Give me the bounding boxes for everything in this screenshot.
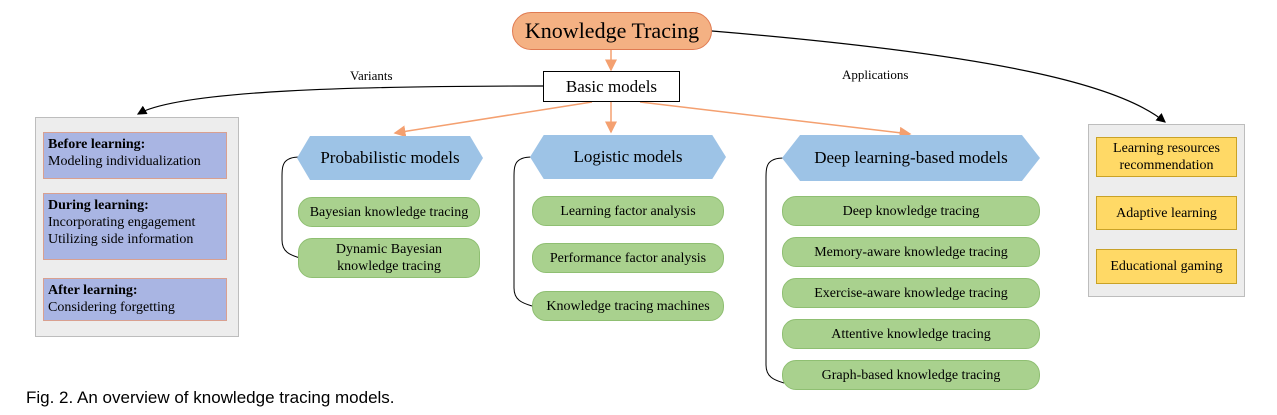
item-dynamic-bayesian-kt: Dynamic Bayesian knowledge tracing: [298, 238, 480, 278]
item-performance-factor-analysis: Performance factor analysis: [532, 243, 724, 273]
category-label: Probabilistic models: [320, 148, 460, 167]
root-node: Knowledge Tracing: [512, 12, 712, 50]
variant-line: Modeling individualization: [48, 154, 201, 169]
category-probabilistic-models: Probabilistic models: [297, 136, 483, 180]
basic-models-label: Basic models: [565, 76, 658, 96]
probabilistic-bracket: [281, 156, 301, 259]
deep-bracket: [765, 157, 785, 384]
variant-line: Considering forgetting: [48, 300, 175, 315]
item-label: Learning factor analysis: [560, 203, 696, 219]
application-label: Educational gaming: [1110, 259, 1223, 274]
item-exercise-aware-kt: Exercise-aware knowledge tracing: [782, 278, 1040, 308]
item-deep-kt: Deep knowledge tracing: [782, 196, 1040, 226]
basic-models-node: Basic models: [543, 71, 680, 102]
item-attentive-kt: Attentive knowledge tracing: [782, 319, 1040, 349]
application-adaptive-learning: Adaptive learning: [1096, 196, 1237, 230]
item-label: Knowledge tracing machines: [546, 298, 710, 314]
variant-during-learning: During learning: Incorporating engagemen…: [43, 193, 227, 260]
item-learning-factor-analysis: Learning factor analysis: [532, 196, 724, 226]
item-label: Deep knowledge tracing: [842, 203, 980, 219]
item-label: Attentive knowledge tracing: [831, 326, 991, 342]
application-resources-recommendation: Learning resources recommendation: [1096, 137, 1237, 177]
variant-title: During learning:: [48, 198, 149, 213]
category-label: Logistic models: [573, 147, 683, 166]
variant-line: Utilizing side information: [48, 232, 194, 247]
category-deep-learning-models: Deep learning-based models: [782, 135, 1040, 181]
root-label: Knowledge Tracing: [524, 18, 700, 43]
application-label: Learning resources recommendation: [1113, 141, 1220, 173]
variant-title: Before learning:: [48, 137, 146, 152]
basic-to-probabilistic-arrow: [393, 101, 593, 138]
item-knowledge-tracing-machines: Knowledge tracing machines: [532, 291, 724, 321]
item-label: Dynamic Bayesian knowledge tracing: [335, 242, 443, 274]
basic-to-deep-arrow: [639, 101, 912, 139]
variant-before-learning: Before learning: Modeling individualizat…: [43, 132, 227, 179]
applications-arrow: [711, 30, 1166, 123]
figure-caption: Fig. 2. An overview of knowledge tracing…: [26, 388, 395, 407]
item-label: Graph-based knowledge tracing: [821, 367, 1001, 383]
logistic-bracket: [513, 156, 533, 307]
item-bayesian-kt: Bayesian knowledge tracing: [298, 197, 480, 227]
item-memory-aware-kt: Memory-aware knowledge tracing: [782, 237, 1040, 267]
application-label: Adaptive learning: [1116, 205, 1217, 221]
application-educational-gaming: Educational gaming: [1096, 249, 1237, 284]
applications-label: Applications: [842, 67, 909, 82]
item-label: Bayesian knowledge tracing: [309, 204, 469, 220]
item-label: Performance factor analysis: [549, 250, 707, 266]
variants-arrow: [136, 85, 544, 115]
category-label: Deep learning-based models: [814, 148, 1008, 167]
variant-title: After learning:: [48, 283, 138, 298]
item-graph-based-kt: Graph-based knowledge tracing: [782, 360, 1040, 390]
variants-label: Variants: [350, 68, 393, 83]
item-label: Exercise-aware knowledge tracing: [814, 285, 1008, 301]
variant-line: Incorporating engagement: [48, 215, 196, 230]
category-logistic-models: Logistic models: [530, 135, 726, 179]
variant-after-learning: After learning: Considering forgetting: [43, 278, 227, 321]
item-label: Memory-aware knowledge tracing: [814, 244, 1008, 260]
